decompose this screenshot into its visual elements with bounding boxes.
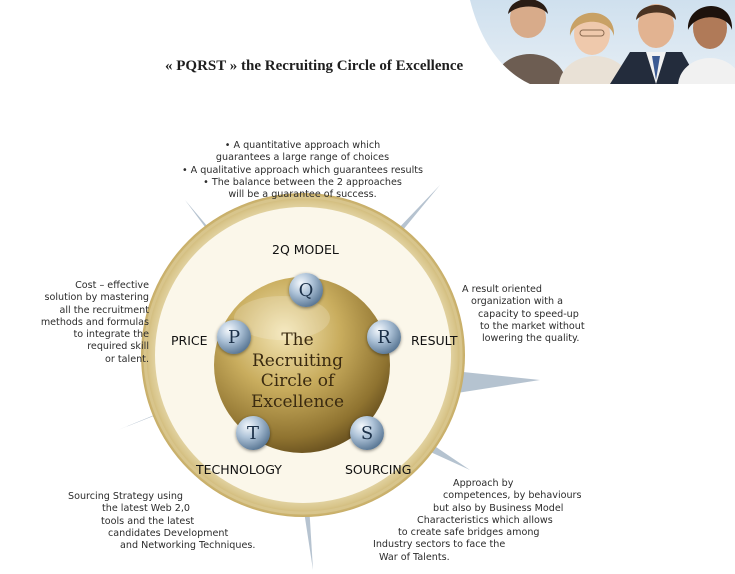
note-line: A result oriented: [462, 284, 543, 295]
note-line: Cost – effective: [75, 280, 149, 291]
label-price: PRICE: [171, 333, 208, 348]
note-line: • A qualitative approach which guarantee…: [181, 164, 424, 176]
note-line: Characteristics which allows: [417, 514, 553, 526]
label-2q-model: 2Q MODEL: [272, 242, 339, 257]
note-result: A result oriented organization with a ca…: [462, 284, 585, 345]
label-technology: TECHNOLOGY: [196, 462, 282, 477]
label-sourcing: SOURCING: [345, 462, 412, 477]
note-line: Industry sectors to face the: [373, 539, 506, 551]
note-line: required skill: [87, 341, 149, 353]
center-line: Circle of: [260, 371, 335, 391]
note-line: to create safe bridges among: [398, 527, 540, 539]
note-line: Approach by: [453, 478, 514, 489]
note-line: solution by mastering: [44, 292, 149, 304]
note-line: Sourcing Strategy using: [68, 491, 184, 502]
center-title: The Recruiting Circle of Excellence: [225, 330, 370, 412]
note-line: • The balance between the 2 approaches: [203, 176, 402, 188]
note-sourcing: Approach by competences, by behaviours b…: [370, 478, 582, 564]
note-line: War of Talents.: [379, 551, 450, 563]
note-technology: Sourcing Strategy using the latest Web 2…: [52, 491, 256, 552]
note-line: competences, by behaviours: [443, 490, 582, 502]
note-line: to the market without: [480, 320, 585, 332]
note-line: or talent.: [105, 353, 149, 365]
note-line: candidates Development: [108, 527, 229, 539]
note-price: Cost – effective solution by mastering a…: [15, 280, 149, 366]
note-line: • A quantitative approach which: [224, 140, 381, 151]
note-line: to integrate the: [73, 329, 149, 341]
q-ball: Q: [289, 273, 323, 307]
label-result: RESULT: [411, 333, 458, 348]
note-2q-model: • A quantitative approach which guarante…: [150, 140, 455, 201]
note-line: tools and the latest: [101, 515, 195, 527]
team-photo: [470, 0, 735, 84]
center-line: Excellence: [250, 391, 345, 412]
r-ball: R: [367, 320, 401, 354]
note-line: but also by Business Model: [433, 502, 564, 514]
p-ball: P: [217, 320, 251, 354]
note-line: organization with a: [471, 296, 563, 308]
center-line: The: [281, 330, 314, 350]
s-ball: S: [350, 416, 384, 450]
note-line: will be a guarantee of success.: [228, 189, 377, 201]
page-title: « PQRST » the Recruiting Circle of Excel…: [165, 58, 464, 74]
center-line: Recruiting: [252, 350, 343, 371]
note-line: capacity to speed-up: [478, 308, 579, 320]
t-ball: T: [236, 416, 270, 450]
note-line: and Networking Techniques.: [120, 540, 256, 552]
note-line: the latest Web 2,0: [102, 503, 191, 515]
note-line: lowering the quality.: [482, 333, 580, 345]
note-line: all the recruitment: [59, 304, 149, 316]
note-line: methods and formulas: [40, 316, 149, 328]
note-line: guarantees a large range of choices: [215, 152, 390, 164]
